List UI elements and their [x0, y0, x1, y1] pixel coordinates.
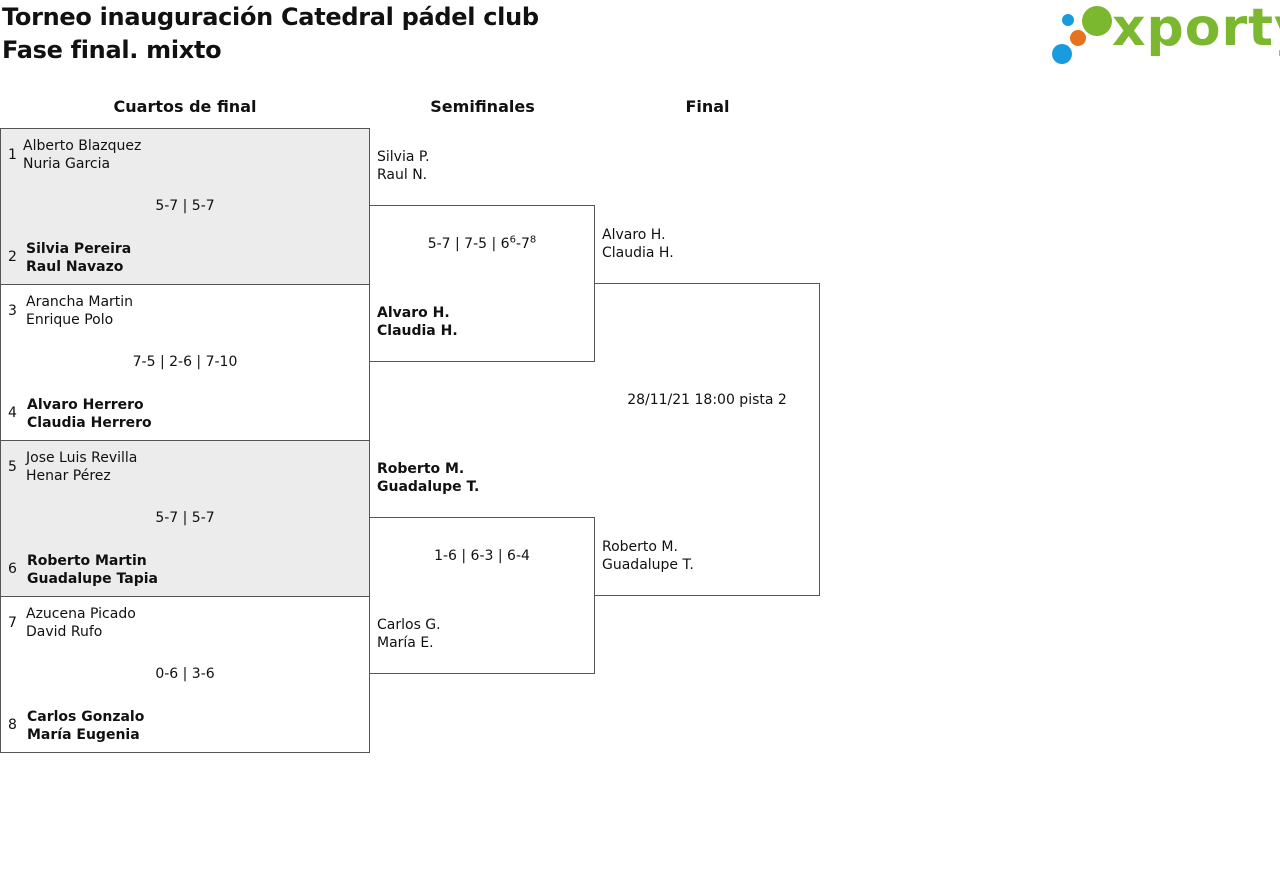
seed-number: 8 — [8, 717, 17, 733]
winner-player-name: Alvaro Herrero — [27, 397, 144, 413]
logo-dot-orange-icon — [1070, 30, 1086, 46]
player-name: Alberto Blazquez — [23, 138, 142, 154]
quarterfinal-match-2[interactable]: 3 Arancha Martin Enrique Polo 7-5 | 2-6 … — [0, 284, 370, 441]
quarterfinal-match-4[interactable]: 7 Azucena Picado David Rufo 0-6 | 3-6 8 … — [0, 596, 370, 753]
round-header-quarterfinals: Cuartos de final — [113, 97, 257, 116]
final-bracket-box — [594, 283, 820, 596]
player-name: Henar Pérez — [26, 468, 111, 484]
xporty-logo[interactable]: xporty — [1050, 0, 1280, 68]
winner-player-name: Guadalupe Tapia — [27, 571, 158, 587]
seed-number: 7 — [8, 615, 17, 631]
winner-player-name: Guadalupe T. — [377, 479, 480, 495]
match-score: 1-6 | 6-3 | 6-4 — [434, 548, 530, 564]
player-name: Silvia P. — [377, 149, 430, 165]
player-name: Nuria Garcia — [23, 156, 111, 172]
round-header-semifinals: Semifinales — [430, 97, 535, 116]
quarterfinal-match-3[interactable]: 5 Jose Luis Revilla Henar Pérez 5-7 | 5-… — [0, 440, 370, 597]
page-subtitle: Fase final. mixto — [2, 36, 222, 64]
match-score: 7-5 | 2-6 | 7-10 — [132, 354, 238, 370]
player-name: Guadalupe T. — [602, 557, 694, 573]
logo-dot-blue-icon — [1052, 44, 1072, 64]
player-name: Claudia H. — [602, 245, 674, 261]
match-score: 0-6 | 3-6 — [155, 666, 215, 682]
player-name: María E. — [377, 635, 434, 651]
seed-number: 6 — [8, 561, 17, 577]
seed-number: 5 — [8, 459, 17, 475]
seed-number: 4 — [8, 405, 17, 421]
page-title: Torneo inauguración Catedral pádel club — [2, 3, 539, 31]
player-name: Roberto M. — [602, 539, 678, 555]
winner-player-name: Carlos Gonzalo — [27, 709, 145, 725]
logo-dot-green-icon — [1082, 6, 1112, 36]
winner-player-name: Claudia Herrero — [27, 415, 152, 431]
player-name: Jose Luis Revilla — [26, 450, 138, 466]
round-header-final: Final — [685, 97, 730, 116]
player-name: Enrique Polo — [26, 312, 114, 328]
player-name: Arancha Martin — [26, 294, 134, 310]
logo-dot-blue-small-icon — [1062, 14, 1074, 26]
winner-player-name: Roberto M. — [377, 461, 465, 477]
winner-player-name: María Eugenia — [27, 727, 140, 743]
player-name: Raul N. — [377, 167, 428, 183]
match-score: 5-7 | 5-7 — [155, 198, 215, 214]
logo-wordmark: xporty — [1112, 0, 1280, 58]
quarterfinal-match-1[interactable]: 1 Alberto Blazquez Nuria Garcia 5-7 | 5-… — [0, 128, 370, 285]
player-name: Carlos G. — [377, 617, 441, 633]
winner-player-name: Claudia H. — [377, 323, 458, 339]
player-name: Alvaro H. — [602, 227, 666, 243]
seed-number: 3 — [8, 303, 17, 319]
player-name: Azucena Picado — [26, 606, 136, 622]
match-score: 5-7 | 7-5 | 66-78 — [427, 234, 537, 252]
winner-player-name: Alvaro H. — [377, 305, 450, 321]
match-schedule: 28/11/21 18:00 pista 2 — [627, 392, 787, 408]
seed-number: 2 — [8, 249, 17, 265]
winner-player-name: Silvia Pereira — [26, 241, 132, 257]
winner-player-name: Roberto Martin — [27, 553, 147, 569]
seed-number: 1 — [8, 147, 17, 163]
match-score: 5-7 | 5-7 — [155, 510, 215, 526]
player-name: David Rufo — [26, 624, 103, 640]
winner-player-name: Raul Navazo — [26, 259, 124, 275]
